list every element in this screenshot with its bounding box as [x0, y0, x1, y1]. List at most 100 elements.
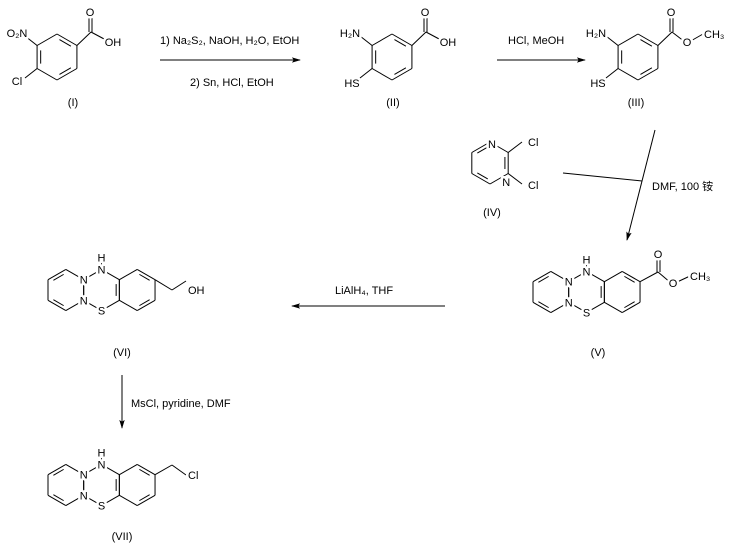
ring-bond — [36, 68, 58, 81]
compound-label-IV: (IV) — [483, 207, 501, 219]
hydrogen-label: H — [98, 252, 106, 264]
oxygen-label: O — [86, 7, 95, 19]
nitrogen-label: N — [80, 275, 88, 287]
ring-bond — [47, 299, 67, 312]
methyl-label: CH₃ — [704, 29, 724, 41]
bond — [154, 464, 173, 476]
ring-bond — [391, 68, 413, 81]
ring-bond — [83, 299, 102, 312]
oxygen-label: O — [667, 7, 676, 19]
nitrogen-label: N — [80, 470, 88, 482]
ring-bond — [65, 494, 84, 507]
nitrogen-label: N — [565, 277, 573, 289]
oxygen-label: O — [421, 7, 430, 19]
ring-bond — [617, 68, 639, 81]
ring-bond — [136, 268, 156, 281]
reagents-step4: LiAlH₄, THF — [335, 285, 393, 297]
ring-bond — [637, 68, 659, 81]
nitro-label: O₂N — [7, 28, 28, 40]
double-bond — [640, 39, 653, 47]
nh-nitrogen-label: N — [98, 264, 106, 276]
ring-bond — [489, 141, 509, 153]
bond — [507, 141, 523, 153]
double-bond — [477, 172, 489, 180]
bond — [24, 68, 38, 79]
bond — [411, 31, 427, 46]
ring-bond — [371, 68, 393, 81]
ring-bond — [47, 494, 67, 507]
ring-bond — [136, 463, 156, 476]
double-bond — [139, 468, 150, 476]
ring-bond — [391, 33, 413, 46]
hydrogen-label: H — [583, 254, 591, 266]
ring-bond — [471, 173, 491, 185]
nitrogen-label: N — [565, 297, 573, 309]
ring-bond — [83, 463, 102, 476]
thiol-label: HS — [344, 78, 359, 90]
double-bond — [59, 39, 72, 47]
ring-bond — [119, 299, 138, 312]
ring-bond — [136, 299, 156, 312]
nitrogen-label: N — [80, 295, 88, 307]
double-bond — [394, 67, 407, 75]
bond — [507, 173, 523, 185]
bond — [657, 31, 673, 46]
bond — [359, 35, 373, 46]
double-bond — [538, 301, 549, 309]
double-bond — [538, 275, 549, 283]
ring-bond — [47, 463, 67, 476]
bond — [171, 464, 187, 476]
double-bond — [624, 301, 635, 309]
bond — [605, 35, 619, 46]
oxygen-label: O — [669, 278, 678, 290]
ring-bond — [47, 268, 67, 281]
double-bond — [59, 67, 72, 75]
ring-bond — [532, 270, 552, 283]
ring-bond — [101, 463, 120, 476]
nitrogen-label: N — [502, 177, 510, 189]
ring-bond — [586, 301, 605, 314]
reagents-step1-line1: 1) Na₂S₂, NaOH, H₂O, EtOH — [160, 35, 299, 47]
double-bond — [640, 67, 653, 75]
double-bond — [53, 494, 64, 502]
reaction-arrow-3 — [626, 129, 656, 241]
nitrogen-label: N — [488, 139, 496, 151]
bond — [671, 31, 686, 43]
reagents-step3: DMF, 100 铵 — [652, 179, 713, 193]
double-bond — [139, 299, 150, 307]
ring-bond — [621, 301, 641, 314]
chloro-label: Cl — [12, 76, 22, 88]
ring-bond — [119, 494, 138, 507]
methyl-label: CH₃ — [690, 271, 710, 283]
reagent-join-line — [562, 172, 643, 182]
nh-nitrogen-label: N — [98, 459, 106, 471]
ring-bond — [65, 268, 84, 281]
amino-label: H₂N — [586, 28, 606, 40]
ring-bond — [604, 301, 623, 314]
ring-bond — [83, 494, 102, 507]
bond — [171, 280, 187, 291]
ring-bond — [532, 301, 552, 314]
ring-bond — [136, 494, 156, 507]
ring-bond — [637, 33, 659, 46]
ring-bond — [604, 270, 623, 283]
ring-bond — [56, 33, 78, 46]
bond — [657, 271, 672, 284]
bond — [639, 271, 659, 283]
ring-bond — [617, 33, 639, 46]
ring-bond — [489, 173, 509, 185]
ring-bond — [101, 268, 120, 281]
double-bond — [53, 273, 64, 281]
thiol-label: HS — [590, 78, 605, 90]
bond — [425, 31, 442, 41]
ring-bond — [586, 270, 605, 283]
chloro-label: Cl — [528, 137, 538, 149]
ring-bond — [65, 299, 84, 312]
sulfur-label: S — [98, 501, 105, 513]
compound-label-I: (I) — [68, 97, 78, 109]
bond — [90, 31, 107, 41]
oxygen-label: O — [654, 249, 663, 261]
bond — [688, 33, 704, 43]
bond — [605, 68, 619, 79]
reagents-step1-line2: 2) Sn, HCl, EtOH — [190, 77, 274, 89]
